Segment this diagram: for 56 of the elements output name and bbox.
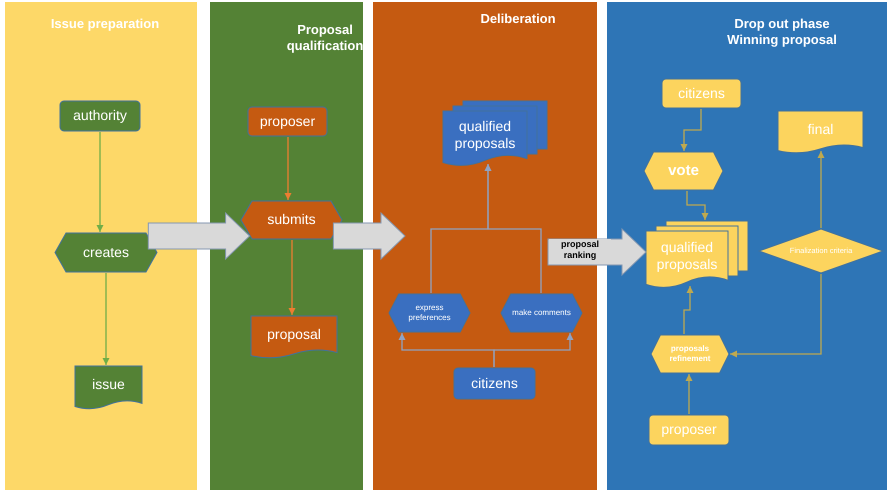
preparation-hexagon [500, 293, 583, 333]
node-label: citizens [677, 84, 726, 102]
block-arrow [332, 212, 406, 260]
arrow [818, 151, 824, 228]
node-label: issue [91, 376, 126, 394]
node-label: authority [72, 107, 128, 125]
decision-diamond [758, 228, 884, 274]
swimlane [373, 2, 597, 490]
lane-heading: Issue preparation [50, 16, 160, 32]
lane-heading: Proposal qualification [286, 22, 364, 54]
edge-label: proposal ranking [549, 239, 611, 262]
arrow [484, 164, 542, 293]
process-box [661, 78, 742, 109]
process-box [247, 106, 328, 137]
arrow [102, 273, 110, 365]
lane-heading: Drop out phase Winning proposal [726, 16, 838, 48]
arrow [96, 132, 104, 232]
node-label: proposer [660, 421, 718, 439]
process-box [59, 100, 141, 132]
arrow [686, 374, 692, 414]
document-shape [74, 365, 143, 411]
document-shape [777, 110, 864, 155]
node-label: qualified proposals [656, 238, 718, 274]
arrow [686, 191, 708, 220]
node-label: proposals refinement [668, 344, 712, 364]
arrow [683, 286, 694, 334]
stacked-documents [442, 100, 548, 168]
process-box [453, 367, 536, 400]
swimlane [210, 2, 363, 490]
swimlane [5, 2, 197, 490]
arrow [288, 240, 296, 315]
node-label: final [806, 120, 834, 138]
preparation-hexagon [240, 200, 343, 240]
node-label: make comments [511, 308, 572, 318]
node-label: submits [266, 211, 317, 229]
node-label: creates [82, 244, 130, 262]
process-box [648, 414, 730, 446]
preparation-hexagon [643, 151, 724, 191]
node-label: citizens [470, 374, 519, 392]
arrow [493, 333, 574, 367]
document-shape [250, 315, 338, 360]
preparation-hexagon [650, 334, 730, 374]
node-label: express preferences [407, 303, 452, 323]
preparation-hexagon [388, 293, 471, 333]
node-label: proposal [266, 326, 322, 344]
arrow [284, 137, 292, 200]
node-label: proposer [258, 112, 316, 130]
preparation-hexagon [54, 232, 158, 273]
node-label: qualified proposals [454, 118, 516, 152]
swimlane [607, 2, 887, 490]
node-label: vote [667, 162, 700, 180]
stacked-documents [645, 220, 749, 290]
lane-heading: Deliberation [479, 11, 557, 28]
block-arrow [148, 212, 250, 260]
arrow [730, 274, 822, 358]
arrow [680, 109, 702, 151]
